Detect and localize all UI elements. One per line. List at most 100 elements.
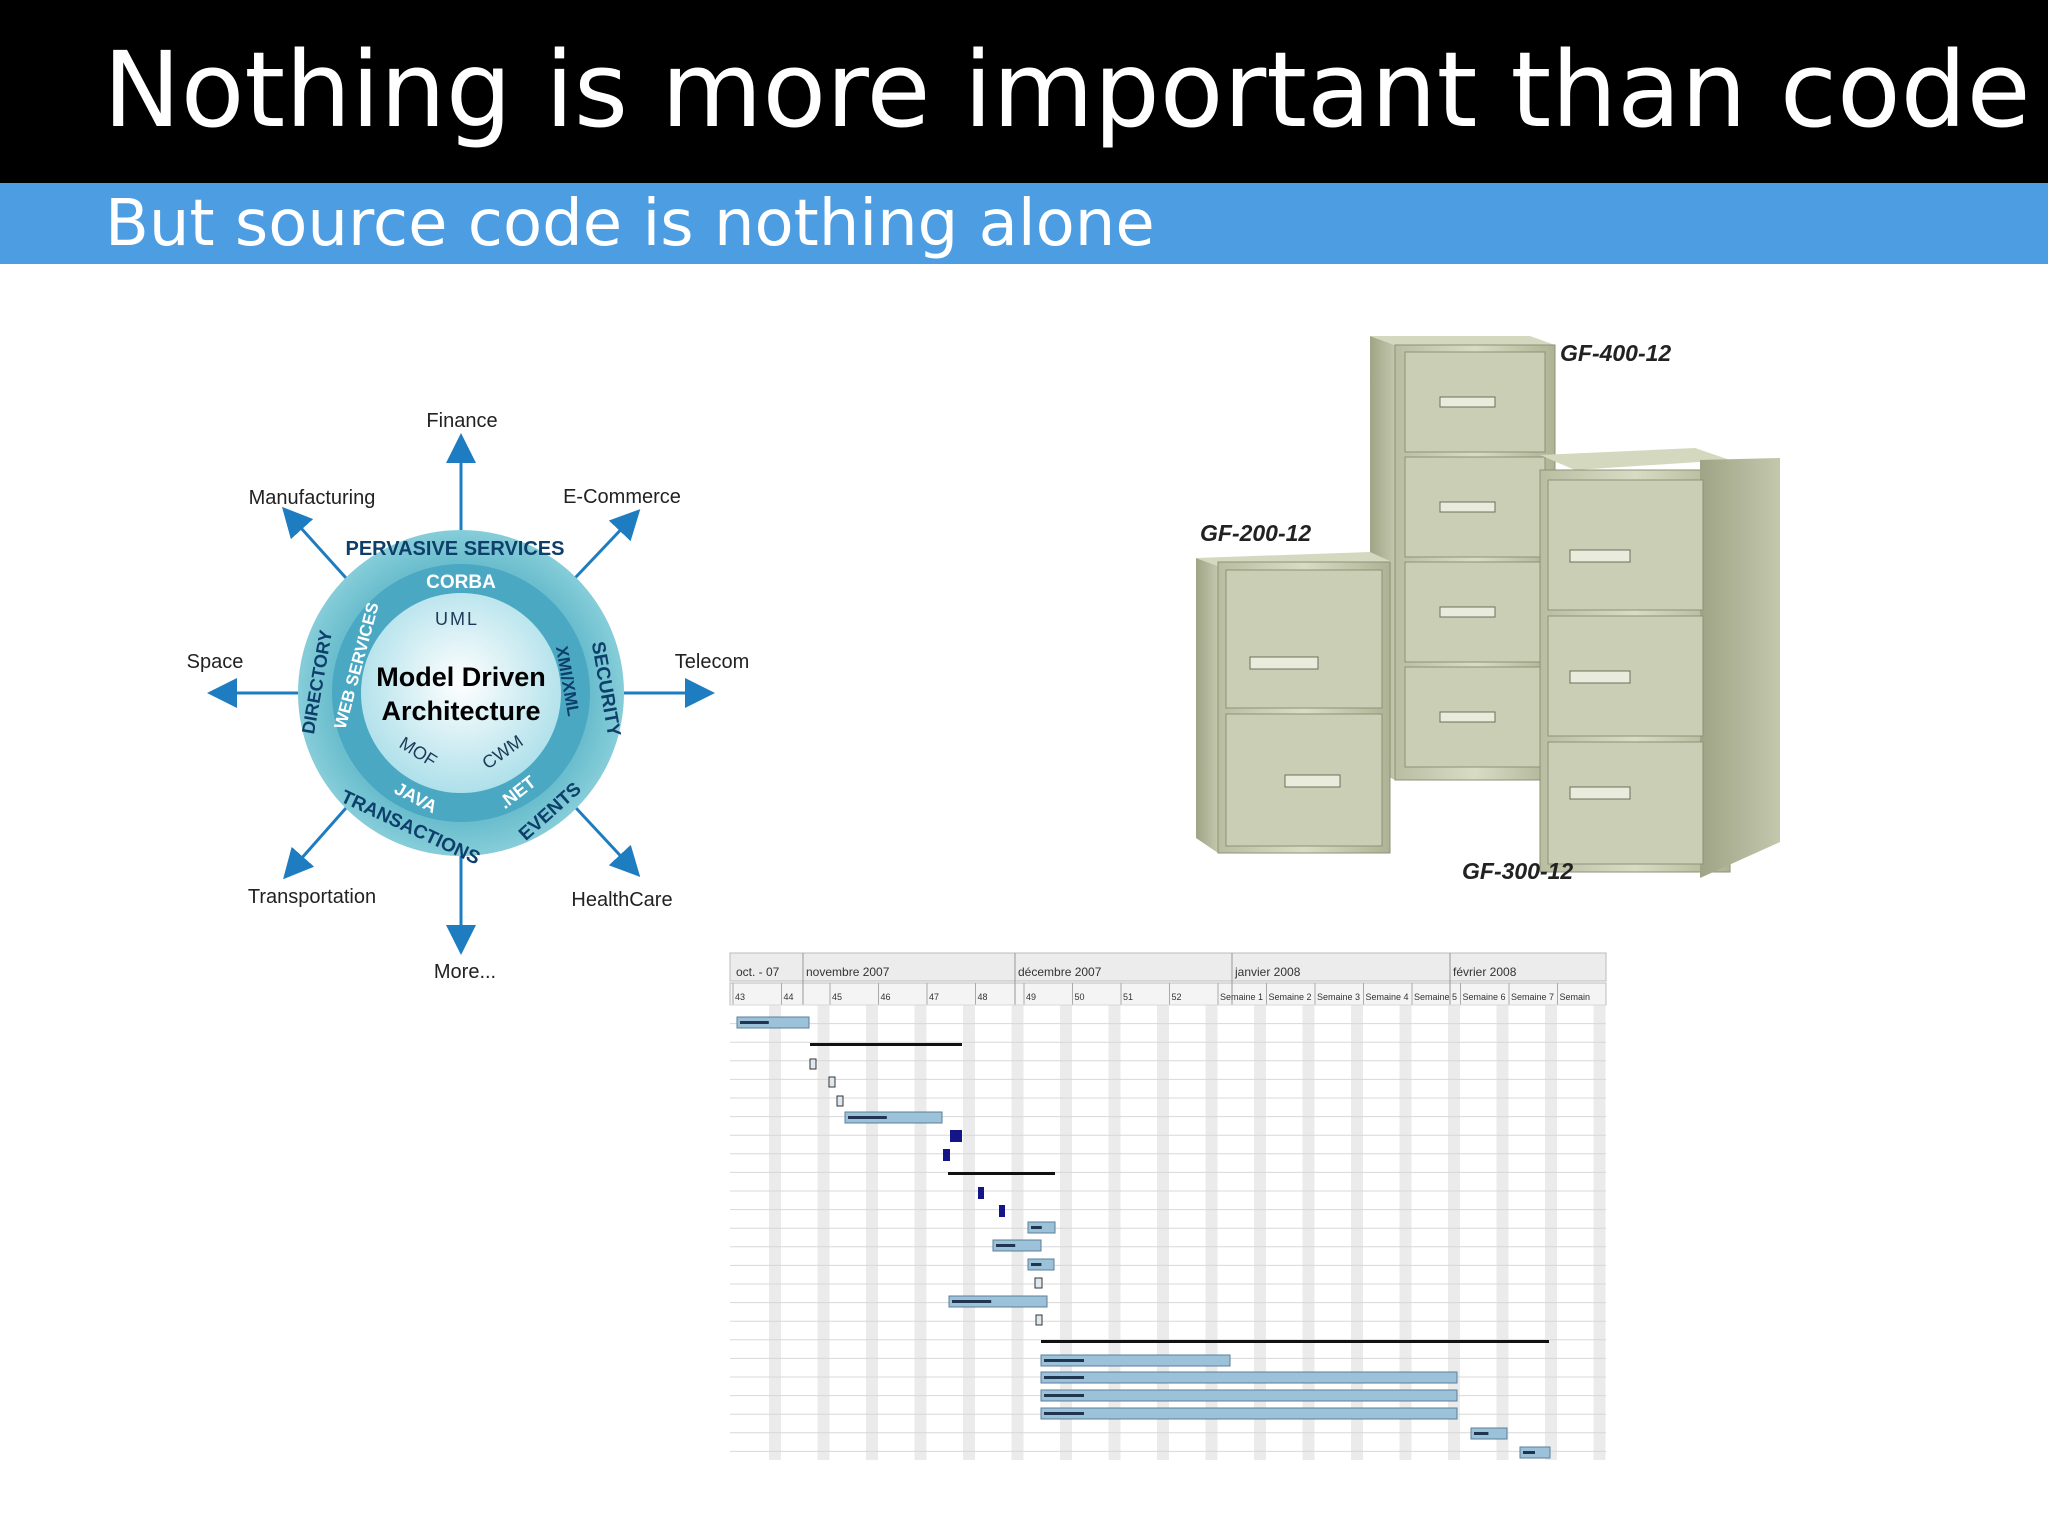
gantt-weekend-shade — [817, 1005, 830, 1460]
gantt-task-bar — [1035, 1314, 1043, 1326]
mda-center-label: Architecture — [381, 696, 540, 726]
domain-label-telecom: Telecom — [675, 651, 749, 673]
file-cabinets-photo: GF-400-12 GF-200-12 GF-300-12 — [1180, 330, 1790, 890]
gantt-weekend-shade — [914, 1005, 927, 1460]
gantt-week-label: 43 — [735, 992, 745, 1002]
gantt-weekend-shade — [1448, 1005, 1460, 1460]
gantt-summary-bar — [1041, 1340, 1549, 1343]
mda-ring-label: UML — [435, 609, 479, 629]
gantt-week-label: Semain — [1560, 992, 1591, 1002]
slide-subtitle: But source code is nothing alone — [105, 187, 1155, 261]
gantt-task-bar — [1040, 1371, 1458, 1384]
gantt-week-label: 47 — [929, 992, 939, 1002]
mda-diagram: PERVASIVE SERVICES SECURITY EVENTS TRANS… — [187, 410, 750, 983]
gantt-weekend-shade — [1108, 1005, 1121, 1460]
gantt-weekend-shade — [769, 1005, 781, 1460]
mda-core — [361, 593, 561, 793]
gantt-task-bar — [1040, 1407, 1458, 1420]
gantt-task-bar — [1040, 1354, 1231, 1367]
gantt-progress-mark — [1031, 1263, 1042, 1266]
domain-label-ecommerce: E-Commerce — [563, 486, 681, 508]
gantt-progress-mark — [1044, 1412, 1084, 1415]
slide-title: Nothing is more important than code — [103, 29, 2031, 151]
domain-arrows — [207, 433, 715, 955]
gantt-month-label: oct. - 07 — [736, 965, 780, 979]
gantt-progress-mark — [1523, 1451, 1535, 1454]
gantt-milestone — [999, 1205, 1005, 1217]
gantt-weekend-shade — [866, 1005, 878, 1460]
gantt-progress-mark — [1044, 1394, 1084, 1397]
gantt-milestone — [978, 1187, 984, 1199]
gantt-weekend-shade — [1302, 1005, 1315, 1460]
gantt-chart: oct. - 07 novembre 2007 décembre 2007 janvi… — [728, 950, 1608, 1460]
gantt-month-label: février 2008 — [1453, 965, 1517, 979]
gantt-week-label: Semaine 1 — [1220, 992, 1263, 1002]
gantt-week-label: 46 — [881, 992, 891, 1002]
gantt-weekend-shade — [1254, 1005, 1266, 1460]
gantt-progress-mark — [1044, 1376, 1084, 1379]
gantt-weekend-shade — [1545, 1005, 1557, 1460]
cabinet-tall — [1370, 336, 1556, 781]
gantt-milestone — [950, 1130, 962, 1142]
gantt-progress-mark — [952, 1300, 992, 1303]
gantt-weekend-shade — [1205, 1005, 1218, 1460]
cabinet-label: GF-200-12 — [1200, 520, 1311, 546]
gantt-progress-mark — [848, 1116, 887, 1119]
subtitle-bar: But source code is nothing alone — [0, 183, 2048, 264]
gantt-summary-bar — [810, 1043, 962, 1046]
gantt-task-bar — [844, 1111, 943, 1124]
gantt-week-label: 52 — [1172, 992, 1182, 1002]
gantt-week-label: 49 — [1026, 992, 1036, 1002]
gantt-week-label: 45 — [832, 992, 842, 1002]
gantt-weekend-shade — [1399, 1005, 1412, 1460]
gantt-progress-mark — [1044, 1359, 1084, 1362]
domain-label-finance: Finance — [426, 410, 497, 432]
gantt-week-label: 51 — [1123, 992, 1133, 1002]
title-bar: Nothing is more important than code — [0, 0, 2048, 183]
mda-ring-label: CORBA — [426, 572, 496, 593]
gantt-progress-mark — [1474, 1432, 1489, 1435]
gantt-month-label: décembre 2007 — [1018, 965, 1102, 979]
gantt-weekend-shade — [1496, 1005, 1509, 1460]
gantt-task-bar — [836, 1095, 844, 1107]
gantt-week-label: Semaine 7 — [1511, 992, 1554, 1002]
gantt-week-label: 50 — [1075, 992, 1085, 1002]
gantt-task-bar — [992, 1239, 1042, 1252]
gantt-week-label: Semaine 2 — [1269, 992, 1312, 1002]
gantt-week-label: Semaine 6 — [1463, 992, 1506, 1002]
gantt-task-bar — [1040, 1389, 1458, 1402]
gantt-progress-mark — [740, 1021, 769, 1024]
domain-label-healthcare: HealthCare — [571, 889, 672, 911]
gantt-weekend-shade — [963, 1005, 975, 1460]
domain-label-manufacturing: Manufacturing — [249, 487, 376, 509]
gantt-task-bar — [809, 1058, 817, 1070]
mda-center-label: Model Driven — [376, 662, 546, 692]
gantt-week-label: 44 — [784, 992, 794, 1002]
gantt-task-bar — [736, 1016, 810, 1029]
gantt-weekend-shade — [1593, 1005, 1606, 1460]
mda-ring-label: PERVASIVE SERVICES — [346, 538, 565, 560]
gantt-task-bar — [948, 1295, 1048, 1308]
gantt-weekend-shade — [1157, 1005, 1169, 1460]
gantt-milestone — [943, 1149, 950, 1161]
gantt-month-label: janvier 2008 — [1234, 965, 1301, 979]
domain-label-space: Space — [187, 651, 244, 673]
gantt-weekend-shade — [1060, 1005, 1072, 1460]
cabinet-label: GF-300-12 — [1462, 858, 1573, 884]
cabinet-medium — [1539, 448, 1780, 878]
cabinet-label: GF-400-12 — [1560, 340, 1671, 366]
gantt-task-bar — [1034, 1277, 1043, 1289]
gantt-week-label: 48 — [978, 992, 988, 1002]
cabinet-small — [1196, 552, 1392, 854]
gantt-weekend-shade — [1011, 1005, 1024, 1460]
gantt-week-label: Semaine 5 — [1414, 992, 1457, 1002]
gantt-week-label: Semaine 3 — [1317, 992, 1360, 1002]
gantt-task-bar — [1470, 1427, 1508, 1440]
gantt-month-label: novembre 2007 — [806, 965, 890, 979]
gantt-progress-mark — [996, 1244, 1016, 1247]
gantt-weekend-shade — [1351, 1005, 1363, 1460]
gantt-week-label: Semaine 4 — [1366, 992, 1409, 1002]
gantt-progress-mark — [1031, 1226, 1042, 1229]
domain-label-transportation: Transportation — [248, 886, 376, 908]
domain-label-more: More... — [434, 961, 496, 983]
